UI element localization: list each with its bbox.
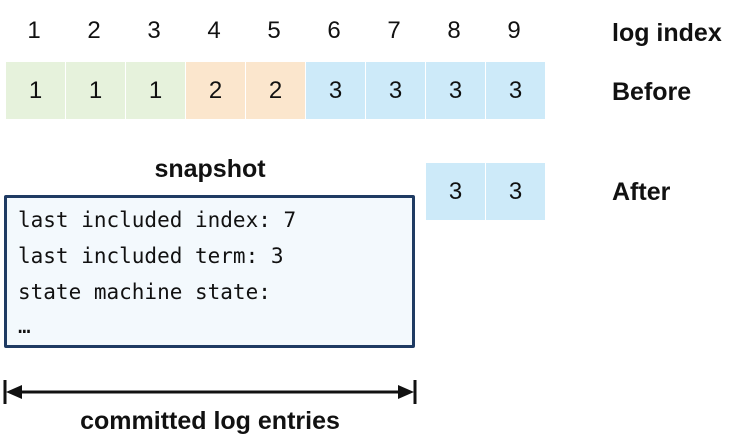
log-index-4: 4: [207, 17, 221, 44]
span-right-arrowhead: [398, 385, 414, 399]
before-entry-7: 3: [366, 62, 425, 119]
after-label: After: [612, 178, 671, 206]
before-entry-8: 3: [426, 62, 485, 119]
before-entry-5: 2: [246, 62, 305, 119]
before-entry-1: 1: [6, 62, 65, 119]
after-entry-9: 3: [486, 163, 545, 220]
committed-span-arrow: [3, 380, 417, 404]
before-entry-4: 2: [186, 62, 245, 119]
snapshot-ellipsis: …: [18, 314, 31, 338]
snapshot-title: snapshot: [154, 155, 266, 183]
after-entry-8: 3: [426, 163, 485, 220]
before-entry-3: 1: [126, 62, 185, 119]
log-index-5: 5: [267, 17, 281, 44]
snapshot-box: last included index: 7 last included ter…: [4, 195, 415, 348]
log-index-6: 6: [327, 17, 341, 44]
log-index-2: 2: [87, 17, 101, 44]
snapshot-last-included-term: last included term: 3: [18, 244, 284, 268]
log-index-9: 9: [507, 17, 521, 44]
log-index-8: 8: [447, 17, 461, 44]
log-index-label: log index: [612, 19, 722, 47]
before-label: Before: [612, 78, 692, 106]
span-left-arrowhead: [6, 385, 22, 399]
snapshot-state-machine-state: state machine state:: [18, 280, 271, 304]
log-index-1: 1: [27, 17, 41, 44]
snapshot-last-included-index: last included index: 7: [18, 208, 297, 232]
before-entry-9: 3: [486, 62, 545, 119]
log-index-7: 7: [387, 17, 401, 44]
log-index-3: 3: [147, 17, 161, 44]
committed-log-entries-label: committed log entries: [80, 407, 340, 435]
before-entry-2: 1: [66, 62, 125, 119]
before-entry-6: 3: [306, 62, 365, 119]
